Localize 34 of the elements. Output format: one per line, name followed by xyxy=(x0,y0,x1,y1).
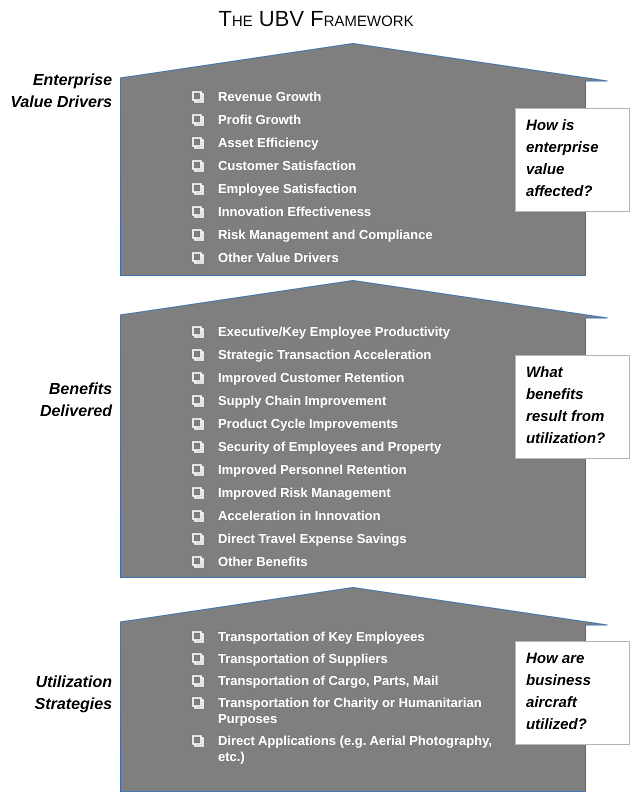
list-item: Improved Risk Management xyxy=(218,485,392,501)
list-item: Security of Employees and Property xyxy=(218,439,442,455)
list-item: Other Value Drivers xyxy=(218,250,340,266)
list-item: Employee Satisfaction xyxy=(218,181,358,197)
question-box: How is enterprise value affected? xyxy=(515,108,630,212)
section-label: Utilization Strategies xyxy=(34,673,112,715)
list-item: Improved Personnel Retention xyxy=(218,462,408,478)
list-item: Transportation of Cargo, Parts, Mail xyxy=(218,673,440,689)
question-box: What benefits result from utilization? xyxy=(515,355,630,459)
question-box: How are business aircraft utilized? xyxy=(515,641,630,745)
list-item: Risk Management and Compliance xyxy=(218,227,434,243)
section-label: Enterprise Value Drivers xyxy=(9,71,112,113)
section-label: Benefits Delivered xyxy=(38,380,112,422)
list-item: Direct Applications (e.g. Aerial Photography, etc.) xyxy=(218,733,494,765)
list-item: Supply Chain Improvement xyxy=(218,393,388,409)
title: The UBV Framework xyxy=(217,6,415,32)
list-item: Improved Customer Retention xyxy=(218,370,406,386)
list-item: Transportation for Charity or Humanitarian Purposes xyxy=(218,695,483,727)
list-item: Asset Efficiency xyxy=(218,135,320,151)
list-item: Direct Travel Expense Savings xyxy=(218,531,408,547)
list-item: Other Benefits xyxy=(218,554,309,570)
list-item: Innovation Effectiveness xyxy=(218,204,372,220)
list-item: Acceleration in Innovation xyxy=(218,508,382,524)
house-shape xyxy=(120,587,608,792)
list-item: Strategic Transaction Acceleration xyxy=(218,347,432,363)
list-item: Transportation of Key Employees xyxy=(218,629,426,645)
house-shape xyxy=(120,43,608,276)
list-item: Executive/Key Employee Productivity xyxy=(218,324,451,340)
list-item: Product Cycle Improvements xyxy=(218,416,399,432)
house-shape xyxy=(120,280,608,578)
list-item: Profit Growth xyxy=(218,112,302,128)
list-item: Revenue Growth xyxy=(218,89,322,105)
list-item: Transportation of Suppliers xyxy=(218,651,389,667)
list-item: Customer Satisfaction xyxy=(218,158,357,174)
